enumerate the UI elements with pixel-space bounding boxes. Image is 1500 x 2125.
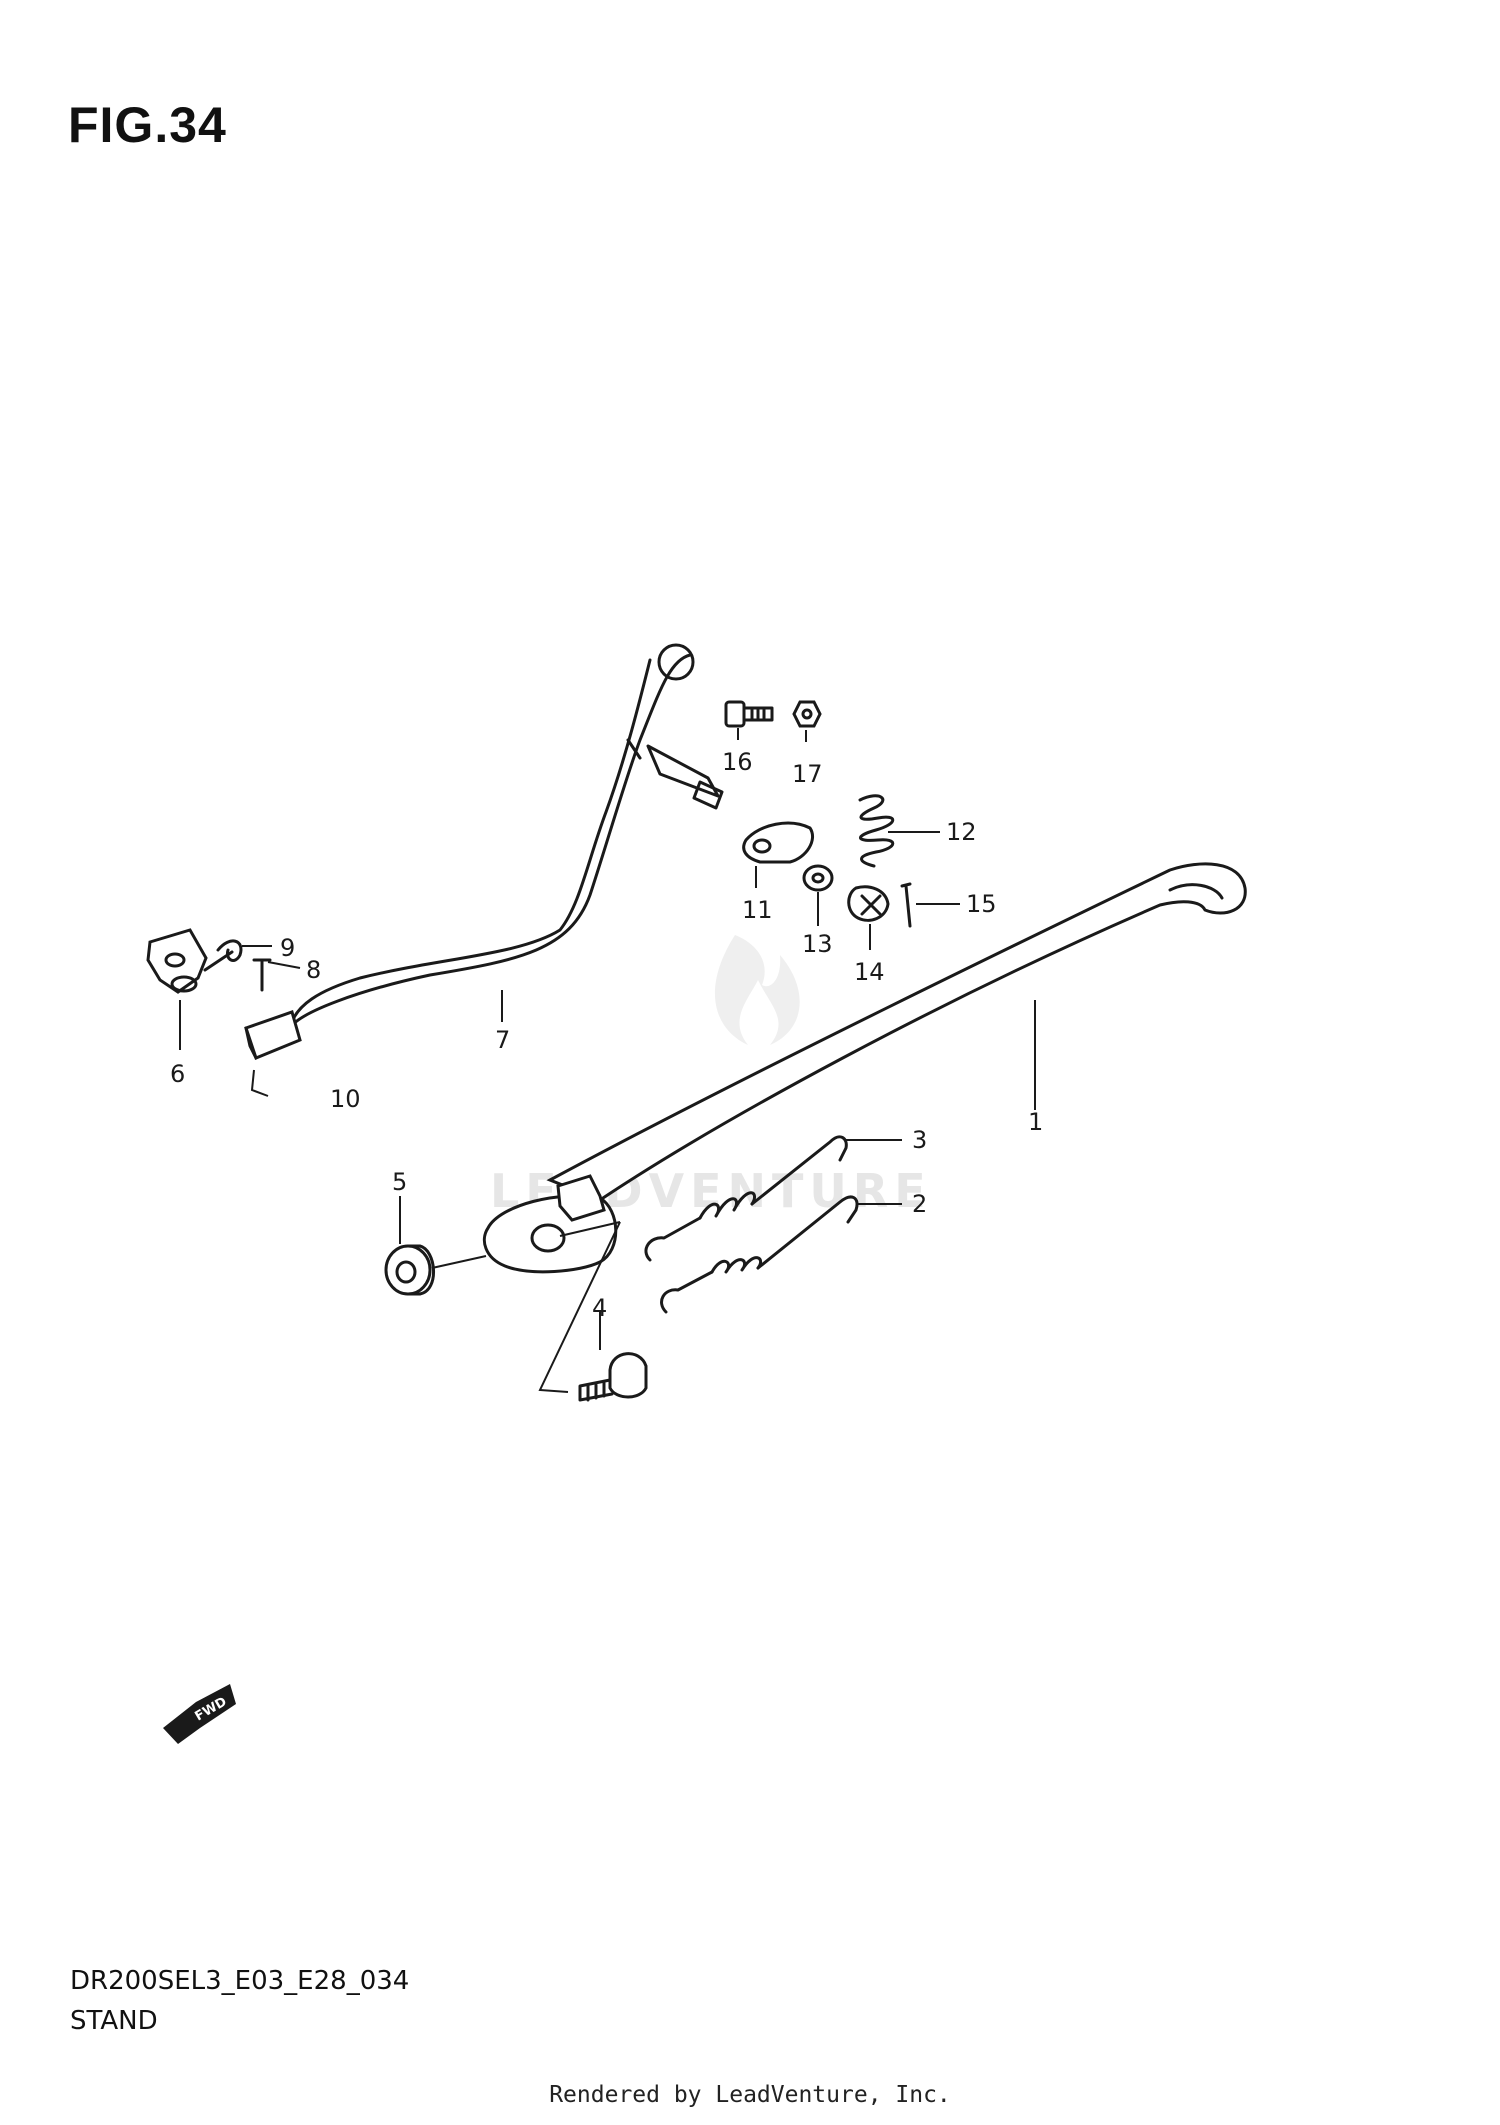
callout-13: 13 <box>802 930 833 958</box>
part-12-spring <box>858 794 940 868</box>
callout-11: 11 <box>742 896 773 924</box>
callout-12: 12 <box>946 818 977 846</box>
part-15-cotter-pin <box>900 882 960 928</box>
part-6-clevis <box>146 928 301 1050</box>
callout-16: 16 <box>722 748 753 776</box>
part-5-bushing <box>384 1196 487 1296</box>
figure-subtitle: STAND <box>70 2006 158 2036</box>
callout-9: 9 <box>280 934 295 962</box>
part-11-plate <box>742 821 814 888</box>
callout-14: 14 <box>854 958 885 986</box>
callout-4: 4 <box>592 1294 607 1322</box>
part-3-spring <box>644 1135 902 1262</box>
callout-2: 2 <box>912 1190 927 1218</box>
part-2-spring <box>660 1195 902 1314</box>
part-17-nut <box>792 700 822 742</box>
figure-title: FIG.34 <box>68 97 227 153</box>
part-7-pedal <box>244 643 724 1097</box>
figure-code: DR200SEL3_E03_E28_034 <box>70 1966 410 1996</box>
part-16-bolt <box>724 700 774 740</box>
part-4-pivot-bolt <box>538 1221 648 1402</box>
footer-credit: Rendered by LeadVenture, Inc. <box>549 2082 951 2108</box>
part-14-nut <box>847 885 890 950</box>
callout-8: 8 <box>306 956 321 984</box>
callout-6: 6 <box>170 1060 185 1088</box>
watermark-flame-icon <box>714 935 800 1045</box>
part-13-washer <box>802 864 834 926</box>
callout-17: 17 <box>792 760 823 788</box>
part-1-side-stand <box>482 862 1247 1274</box>
callout-10: 10 <box>330 1085 361 1113</box>
callout-5: 5 <box>392 1168 407 1196</box>
fwd-direction-badge: FWD <box>163 1684 236 1744</box>
callout-15: 15 <box>966 890 997 918</box>
callout-7: 7 <box>495 1026 510 1054</box>
fwd-arrow-icon <box>163 1684 236 1744</box>
callout-3: 3 <box>912 1126 927 1154</box>
callout-1: 1 <box>1028 1108 1043 1136</box>
